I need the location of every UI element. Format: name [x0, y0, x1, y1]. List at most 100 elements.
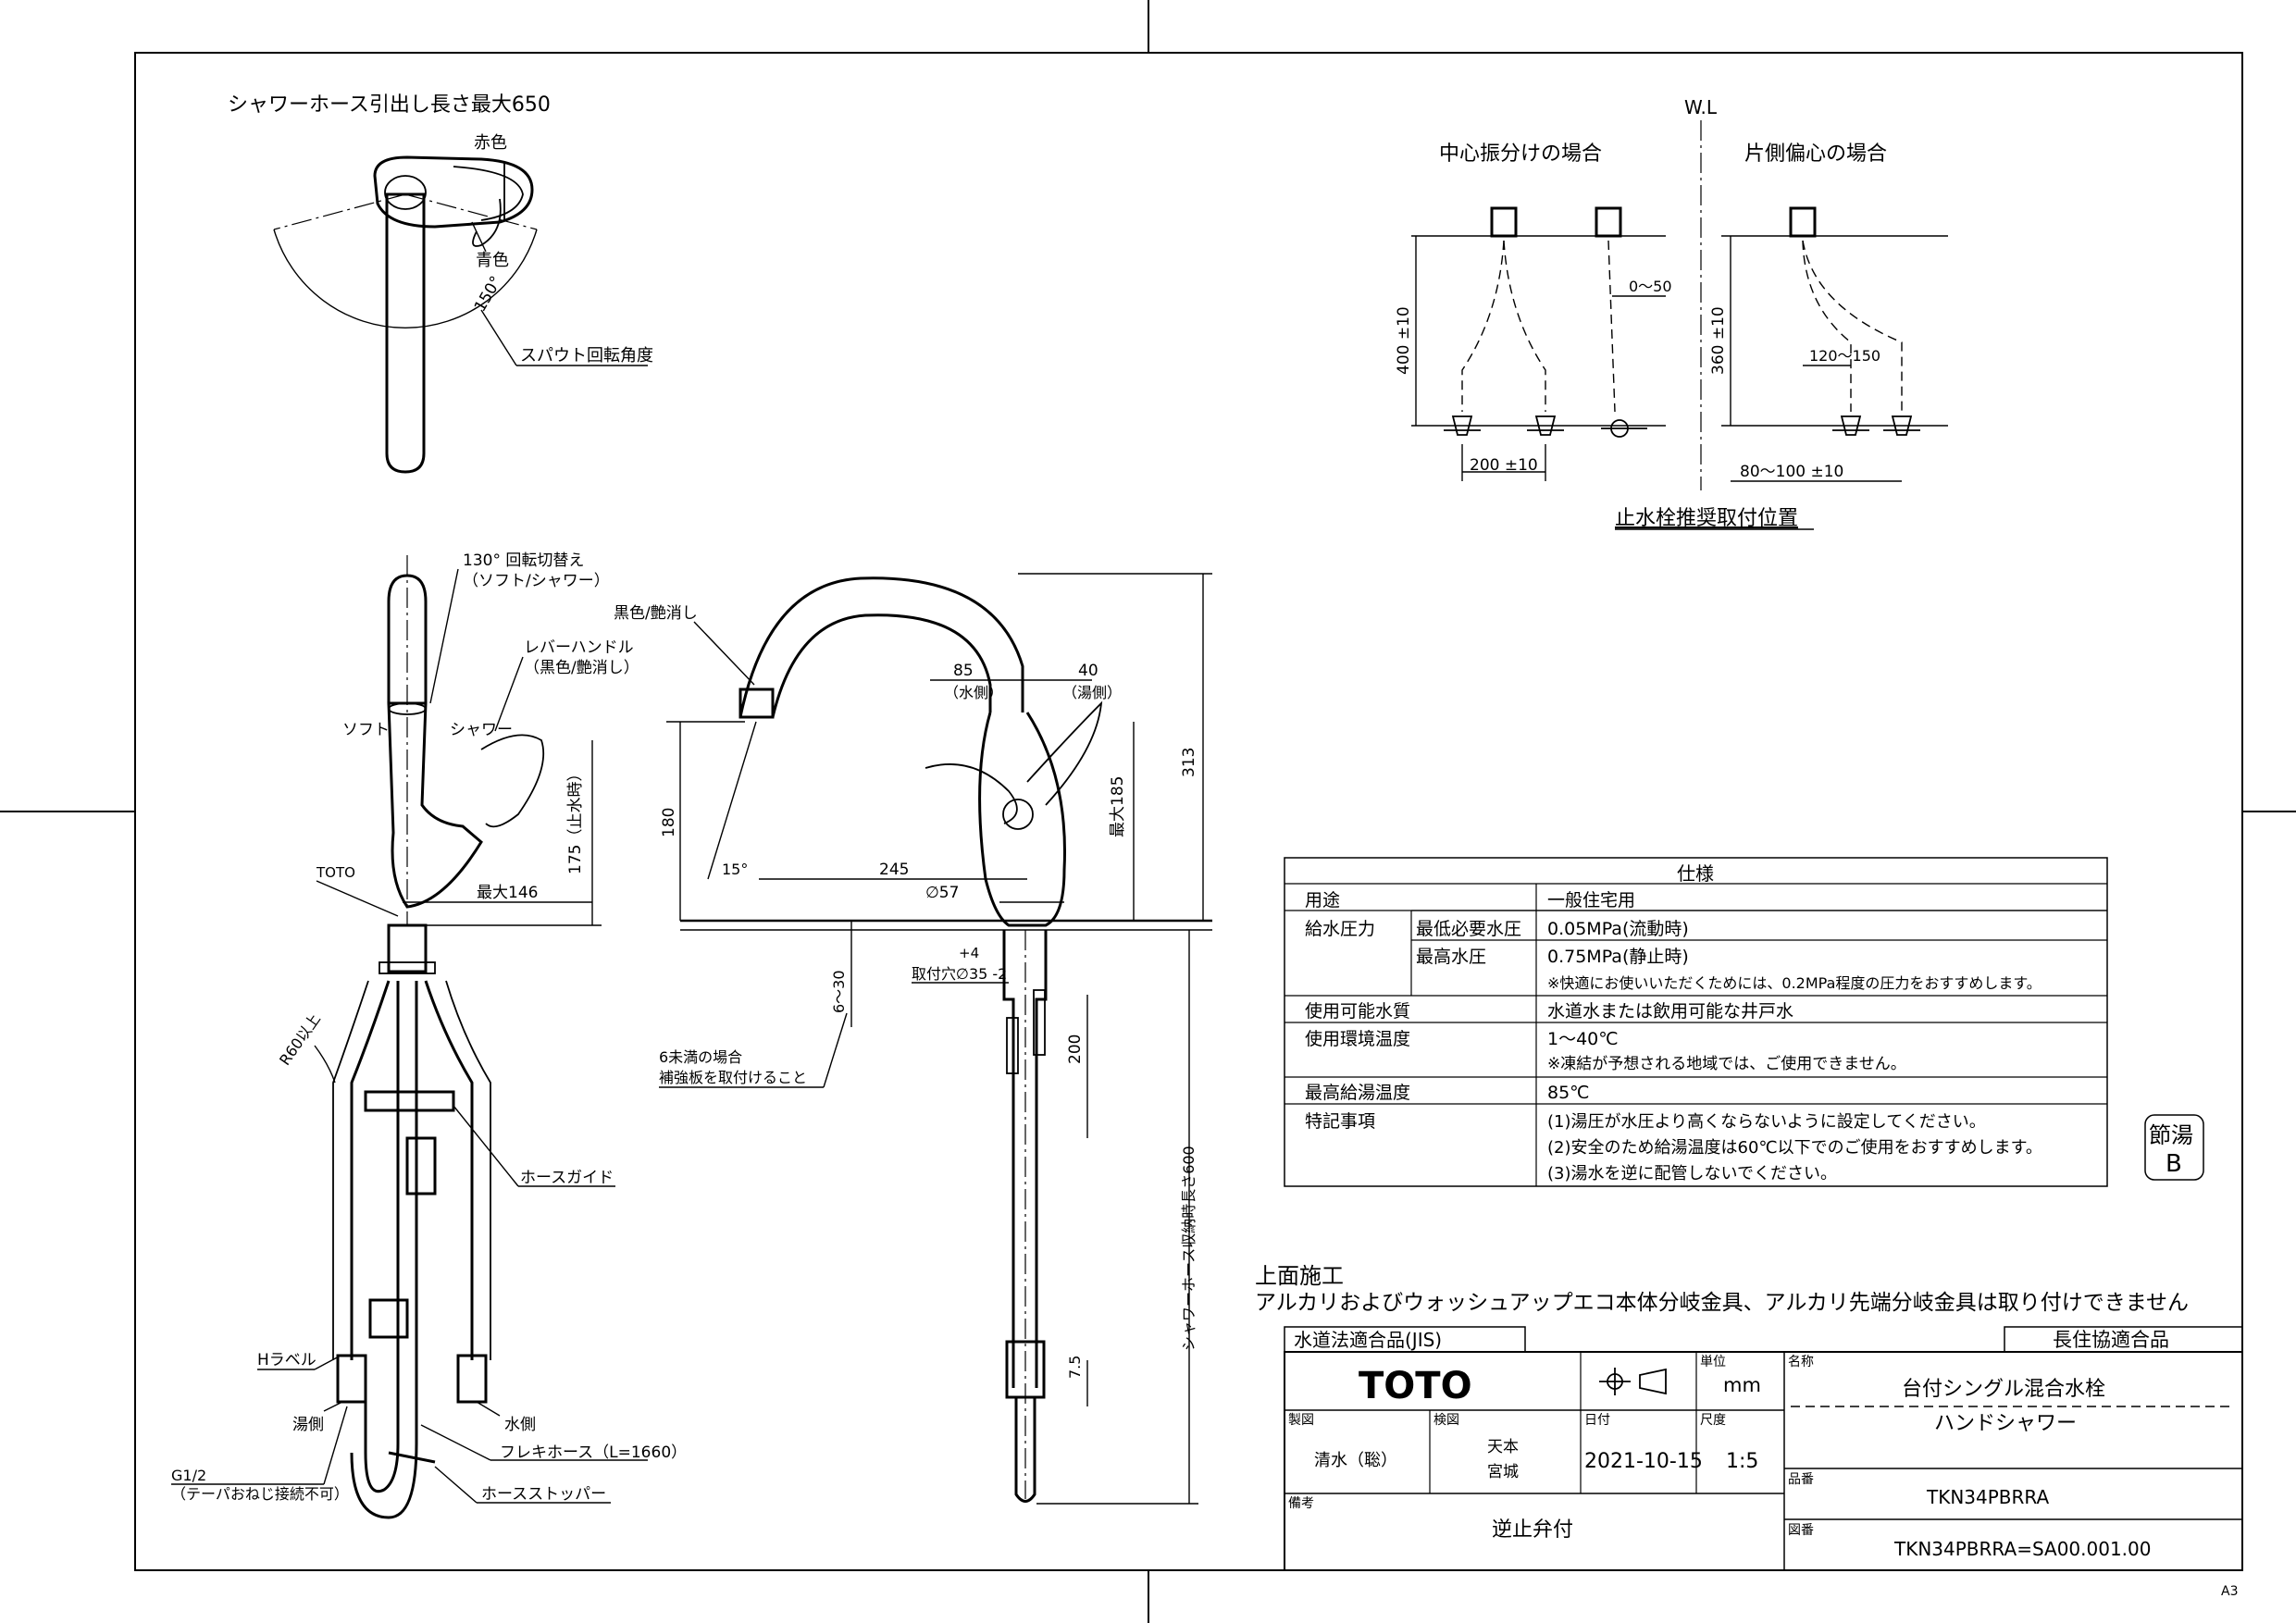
dia57-label: ∅57 [925, 884, 959, 902]
one-side-case-label: 片側偏心の場合 [1744, 142, 1887, 166]
cold-side-label: 水側 [504, 1416, 536, 1434]
spec-note: ※快適にお使いいただくためには、0.2MPa程度の圧力をおすすめします。 [1547, 974, 2042, 992]
d40-label: 40 [1078, 662, 1098, 680]
product-name-1: 台付シングル混合水栓 [1902, 1378, 2105, 1401]
taper-label: （テーパおねじ接続不可） [171, 1485, 349, 1503]
spec-row-3: 使用可能水質 水道水または飲用可能な井戸水 [1305, 1001, 1793, 1022]
g12-label: G1/2 [171, 1467, 206, 1484]
d120-150-label: 120～150 [1809, 347, 1880, 365]
hose-guide-label: ホースガイド [520, 1169, 614, 1187]
hose-stopper-label: ホースストッパー [481, 1485, 606, 1504]
remarks-label: 備考 [1288, 1496, 1314, 1511]
water-side-label: （水側） [944, 684, 1003, 701]
top-view: シャワーホース引出し長さ最大650 赤色 青色 150° スパウト回転角度 [228, 93, 653, 474]
scale-value: 1:5 [1726, 1450, 1758, 1473]
choju-label: 長住協適合品 [2053, 1329, 2169, 1351]
spec-row-4: 使用環境温度 1～40℃ ※凍結が予想される地域では、ご使用できません。 [1305, 1029, 1906, 1073]
product-name-2: ハンドシャワー [1934, 1412, 2077, 1435]
max146-label: 最大146 [477, 884, 538, 902]
spec-row-2: 最高水圧 0.75MPa(静止時) ※快適にお使いいただくためには、0.2MPa… [1416, 947, 2042, 992]
notes-title: 上面施工 [1255, 1263, 1344, 1289]
center-case-label: 中心振分けの場合 [1439, 142, 1602, 166]
spec-value: (3)湯水を逆に配管しないでください。 [1547, 1164, 1837, 1183]
spec-sublabel: 最高水圧 [1416, 947, 1486, 967]
front-view: 黒色/艶消し 85 （水側） 40 （湯側） 180 15° 245 ∅57 最… [614, 573, 1212, 1505]
d80-100-label: 80～100 ±10 [1740, 463, 1843, 481]
r60-label: R60以上 [276, 1010, 324, 1069]
toto-label: TOTO [316, 864, 355, 881]
d200-front-label: 200 [1066, 1035, 1085, 1064]
d200-valve-label: 200 ±10 [1470, 456, 1538, 475]
d360-label: 360 ±10 [1709, 306, 1728, 375]
unit-label: 単位 [1700, 1355, 1726, 1369]
scale-label: 尺度 [1700, 1413, 1726, 1428]
d15-label: 15° [722, 861, 748, 878]
switch-modes-label: （ソフト/シャワー） [463, 572, 610, 590]
spec-note: ※凍結が予想される地域では、ご使用できません。 [1547, 1054, 1906, 1073]
spec-sublabel: 最低必要水圧 [1416, 919, 1521, 939]
drawn-label: 製図 [1288, 1413, 1314, 1428]
spout-rotation-label: スパウト回転角度 [520, 346, 653, 365]
spec-label: 特記事項 [1305, 1111, 1375, 1132]
hot-side-front-label: （湯側） [1062, 684, 1122, 701]
spec-row-0: 用途 一般住宅用 [1305, 890, 1635, 911]
spec-label: 用途 [1305, 890, 1340, 911]
date-label: 日付 [1584, 1413, 1610, 1428]
part-number: TKN34PBRRA [1926, 1486, 2050, 1508]
tol-plus-label: +4 [959, 945, 979, 961]
spec-label: 最高給湯温度 [1305, 1083, 1410, 1103]
d400-label: 400 ±10 [1395, 306, 1413, 375]
lever-label: レバーハンドル [524, 638, 634, 657]
name-label: 名称 [1788, 1355, 1814, 1369]
drawn-by: 清水（聡） [1314, 1451, 1397, 1470]
spec-title: 仕様 [1677, 862, 1714, 885]
spec-label: 使用可能水質 [1305, 1001, 1410, 1022]
soft-label: ソフト [342, 721, 390, 739]
hole-label: 取付穴∅35 -2 [912, 965, 1007, 983]
valve-position-title: 止水栓推奨取付位置 [1615, 507, 1798, 530]
jis-label: 水道法適合品(JIS) [1294, 1329, 1442, 1351]
spec-table: 仕様 用途 一般住宅用 給水圧力 最低必要水圧 0.05MPa(流動時) 最高水… [1284, 857, 2108, 1187]
date-value: 2021-10-15 [1584, 1450, 1703, 1473]
blue-label: 青色 [476, 251, 509, 270]
h-label: Hラベル [257, 1351, 316, 1369]
side-view: 130° 回転切替え （ソフト/シャワー） レバーハンドル （黒色/艶消し） ソ… [171, 551, 687, 1519]
toto-logo: TOTO [1359, 1365, 1472, 1407]
projection-symbol [1599, 1368, 1667, 1395]
dim175-label: 175（止水時） [566, 766, 585, 874]
hose-max-label: シャワーホース引出し長さ最大650 [228, 93, 551, 117]
part-label: 品番 [1788, 1472, 1814, 1487]
d7-5-label: 7.5 [1066, 1356, 1084, 1379]
angle-label: 150° [471, 273, 506, 315]
water-saving-badge: 節湯 B [2144, 1114, 2204, 1181]
spec-row-6: 特記事項 (1)湯圧が水圧より高くならないように設定してください。 (2)安全の… [1305, 1111, 2042, 1183]
d0-50-label: 0～50 [1629, 278, 1672, 295]
valve-position-diagram: W.L 中心振分けの場合 片側偏心の場合 400 ±10 0～50 200 ±1… [1395, 96, 1948, 530]
sheet-size: A3 [2221, 1584, 2238, 1599]
hot-side-label: 湯側 [292, 1416, 324, 1434]
spec-row-1: 給水圧力 最低必要水圧 0.05MPa(流動時) [1305, 919, 1689, 939]
switch-rotation-label: 130° 回転切替え [463, 551, 584, 570]
unit-value: mm [1723, 1374, 1761, 1396]
d85-label: 85 [953, 662, 974, 680]
title-block: 水道法適合品(JIS) 長住協適合品 TOTO 単位 mm 名称 台付シングル混… [1284, 1326, 2243, 1571]
spec-row-5: 最高給湯温度 85℃ [1305, 1083, 1590, 1103]
spec-value: 水道水または飲用可能な井戸水 [1547, 1001, 1793, 1022]
spec-label: 給水圧力 [1305, 919, 1375, 939]
checked-by-2: 宮城 [1487, 1463, 1519, 1481]
spec-value: 一般住宅用 [1547, 890, 1635, 911]
reinforce-line1: 6未満の場合 [659, 1048, 742, 1066]
red-label: 赤色 [474, 133, 507, 153]
spec-value: 1～40℃ [1547, 1029, 1619, 1049]
max185-label: 最大185 [1109, 776, 1127, 837]
d313-label: 313 [1180, 748, 1198, 777]
hose-store-label: シャワーホース収納時長さ600 [1180, 1146, 1198, 1351]
drawing-number: TKN34PBRRA=SA00.001.00 [1893, 1538, 2151, 1560]
d245-label: 245 [879, 861, 909, 879]
shower-label: シャワー [450, 721, 513, 739]
badge-line1: 節湯 [2149, 1122, 2193, 1148]
black-matte-label: 黒色/艶消し [614, 604, 698, 623]
